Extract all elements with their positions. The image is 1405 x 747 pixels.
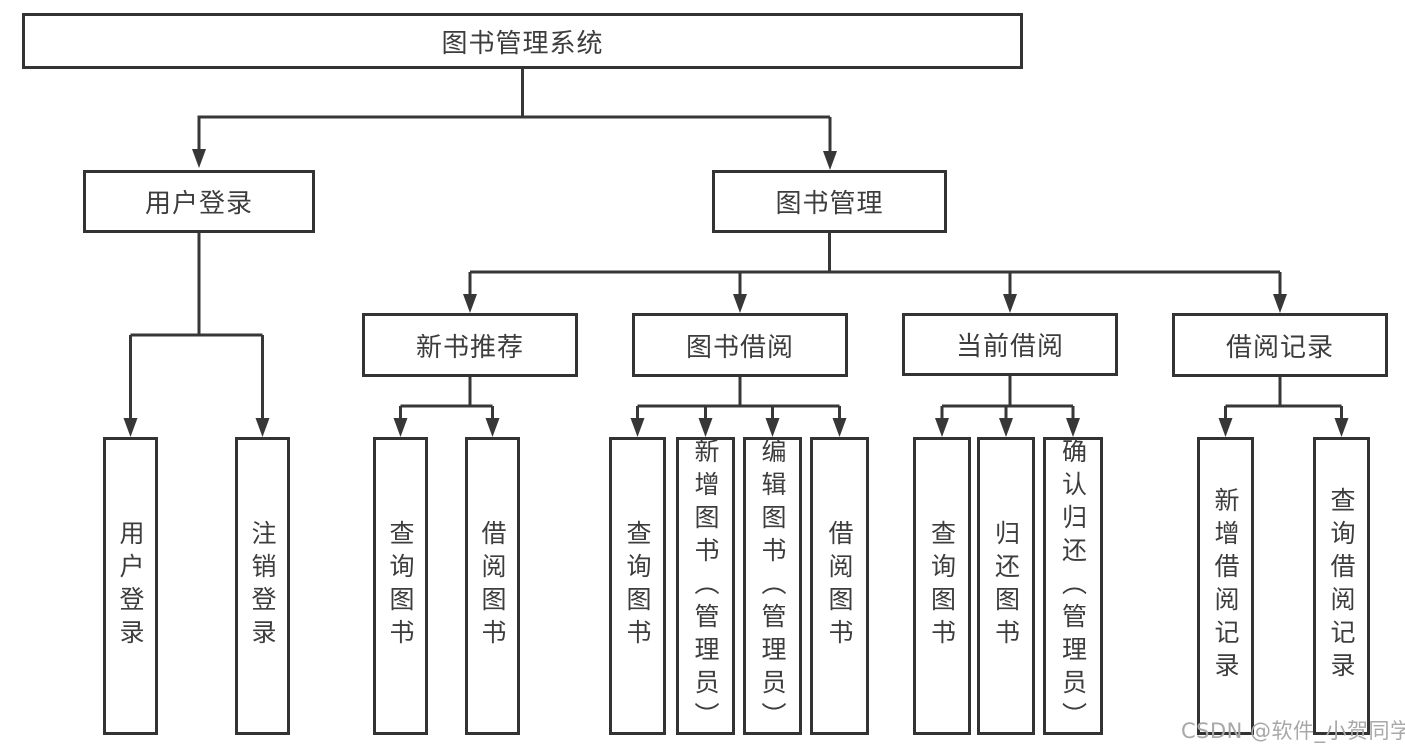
node-borrow-records: 借阅记录 xyxy=(1172,313,1388,377)
leaf-query-books-recommend-label: 查询图书 xyxy=(386,520,415,652)
node-current-borrow-label: 当前借阅 xyxy=(955,332,1064,362)
csdn-watermark: CSDN @软件_小贺同学 xyxy=(1181,719,1405,743)
leaf-edit-books-admin: 编辑图书（管理员） xyxy=(743,437,802,735)
leaf-user-login-label: 用户登录 xyxy=(116,520,145,652)
leaf-return-books: 归还图书 xyxy=(977,437,1035,735)
node-new-book-recommend: 新书推荐 xyxy=(362,313,578,377)
node-book-management: 图书管理 xyxy=(712,170,947,233)
node-book-borrow-label: 图书借阅 xyxy=(685,332,794,363)
node-user-login: 用户登录 xyxy=(83,170,315,233)
leaf-edit-books-admin-label: 编辑图书（管理员） xyxy=(758,437,787,735)
leaf-logout: 注销登录 xyxy=(235,437,290,735)
leaf-query-books-borrow: 查询图书 xyxy=(609,437,666,735)
leaf-add-borrow-record: 新增借阅记录 xyxy=(1197,437,1254,735)
connector-newbooks-to-leaves xyxy=(399,377,494,421)
connector-userlogin-to-leaves xyxy=(129,233,264,421)
connector-bookmgmt-to-level3 xyxy=(468,233,1282,297)
node-root-label: 图书管理系统 xyxy=(441,28,604,59)
leaf-borrow-books-label: 借阅图书 xyxy=(825,520,854,652)
leaf-borrow-books-recommend: 借阅图书 xyxy=(465,437,520,735)
connector-currentborrow-to-leaves xyxy=(940,376,1075,421)
node-book-management-label: 图书管理 xyxy=(775,189,884,219)
arrowheads xyxy=(123,149,1349,437)
leaf-query-borrow-record: 查询借阅记录 xyxy=(1313,437,1370,735)
leaf-borrow-books: 借阅图书 xyxy=(810,437,869,735)
node-new-book-recommend-label: 新书推荐 xyxy=(415,332,524,363)
leaf-confirm-return-admin: 确认归还（管理员） xyxy=(1043,437,1103,735)
leaf-add-books-admin-label: 新增图书（管理员） xyxy=(691,437,720,735)
leaf-return-books-label: 归还图书 xyxy=(991,520,1021,652)
leaf-borrow-books-recommend-label: 借阅图书 xyxy=(478,520,507,652)
connector-root-to-level2 xyxy=(197,69,832,154)
leaf-query-books-current: 查询图书 xyxy=(913,437,971,735)
leaf-query-books-borrow-label: 查询图书 xyxy=(623,520,652,652)
leaf-confirm-return-admin-label: 确认归还（管理员） xyxy=(1058,437,1088,735)
node-book-borrow: 图书借阅 xyxy=(632,313,848,377)
connector-bookborrow-to-leaves xyxy=(636,377,841,421)
leaf-query-books-recommend: 查询图书 xyxy=(373,437,428,735)
node-current-borrow: 当前借阅 xyxy=(902,313,1118,376)
connector-records-to-leaves xyxy=(1224,377,1343,421)
node-borrow-records-label: 借阅记录 xyxy=(1225,332,1334,363)
leaf-add-borrow-record-label: 新增借阅记录 xyxy=(1211,487,1240,685)
node-root-library-system: 图书管理系统 xyxy=(22,13,1023,69)
leaf-query-borrow-record-label: 查询借阅记录 xyxy=(1327,487,1356,685)
leaf-user-login: 用户登录 xyxy=(103,437,158,735)
node-user-login-label: 用户登录 xyxy=(144,189,253,219)
leaf-logout-label: 注销登录 xyxy=(248,520,277,652)
leaf-query-books-current-label: 查询图书 xyxy=(927,520,957,652)
leaf-add-books-admin: 新增图书（管理员） xyxy=(676,437,735,735)
